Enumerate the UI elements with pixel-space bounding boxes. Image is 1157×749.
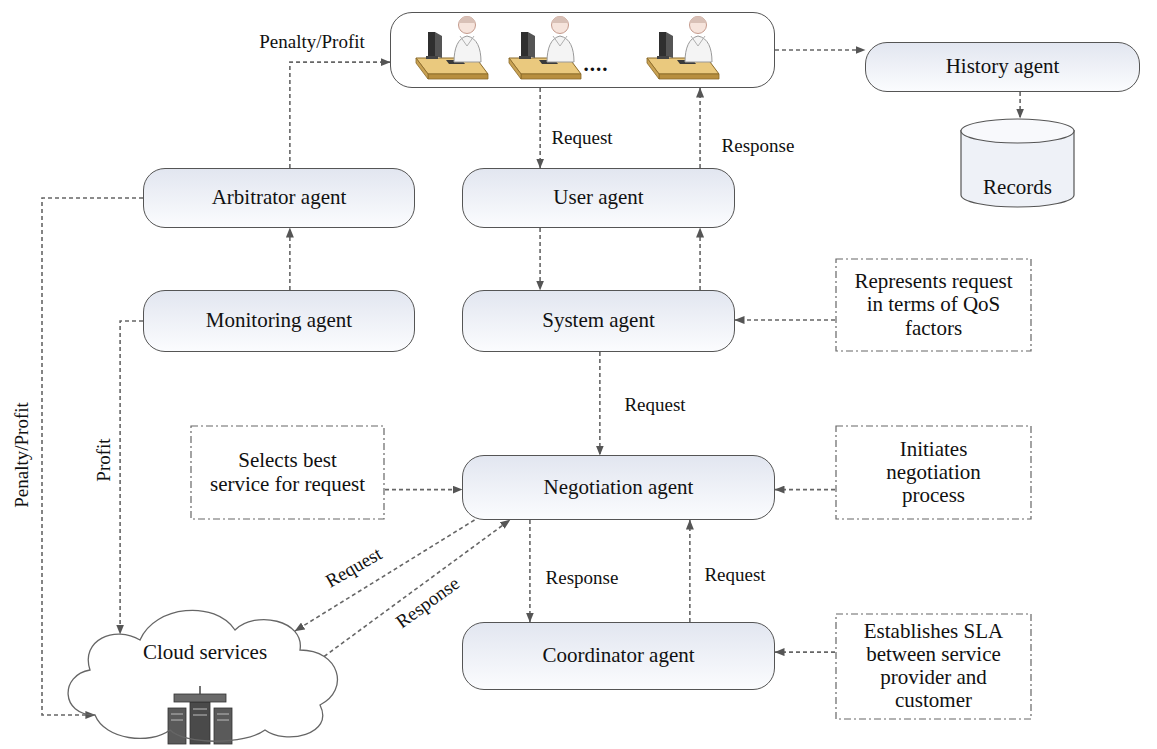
agent-box: History agent — [865, 42, 1140, 92]
cloud-outline — [68, 610, 337, 741]
node-text: Initiates negotiation process — [853, 438, 1015, 507]
user-group: .... — [390, 12, 775, 88]
connector-label: Response — [544, 568, 621, 589]
node-text: System agent — [542, 309, 655, 332]
note-box: Represents request in terms of QoS facto… — [835, 258, 1032, 352]
note-box: Establishes SLA between service provider… — [835, 613, 1032, 720]
dashed-connector — [689, 520, 691, 622]
cylinder-outline — [961, 119, 1074, 143]
agent-box: Coordinator agent — [462, 622, 775, 690]
node-text: Establishes SLA between service provider… — [853, 620, 1015, 712]
user-icon — [416, 16, 488, 79]
node-text: Monitoring agent — [206, 309, 352, 332]
agent-box: System agent — [462, 290, 735, 352]
node-text: Arbitrator agent — [212, 186, 347, 209]
connector-label: Request — [702, 565, 767, 586]
cylinder-outline — [961, 130, 1074, 207]
dashed-connector — [599, 352, 601, 455]
server-icon — [168, 686, 232, 744]
node-text: .... — [584, 53, 609, 76]
dashed-connector — [289, 228, 291, 290]
note-box: Selects best service for request — [190, 425, 385, 520]
connector-label: Profit — [94, 436, 115, 483]
dash-dot-outline — [191, 426, 384, 519]
dashed-connector — [735, 319, 835, 321]
user-icon — [509, 16, 581, 79]
node-text: User agent — [553, 186, 643, 209]
node-text: Cloud services — [143, 641, 267, 664]
node-text: History agent — [946, 55, 1060, 78]
dashed-connector — [775, 49, 865, 51]
dashed-connector — [699, 88, 701, 168]
node-text: Coordinator agent — [542, 644, 694, 667]
dashed-connector — [699, 228, 701, 290]
database-cylinder: Records — [960, 118, 1075, 208]
dashed-connector — [539, 228, 541, 290]
connector-label: Request — [549, 128, 614, 149]
connector-label: Penalty/Profit — [257, 32, 367, 53]
dash-dot-outline — [836, 614, 1031, 719]
connector-label: Response — [720, 136, 797, 157]
dashed-connector — [775, 651, 835, 653]
dashed-connector — [539, 88, 541, 168]
connector-label: Request — [622, 395, 687, 416]
user-icon — [647, 16, 719, 79]
dashed-connector — [290, 62, 390, 168]
note-box: Initiates negotiation process — [835, 425, 1032, 520]
cloud-shape: Cloud services — [55, 595, 355, 745]
dashed-connector — [529, 520, 531, 622]
connector-label: Request — [321, 543, 388, 594]
agent-box: Monitoring agent — [143, 290, 415, 352]
dash-dot-outline — [836, 426, 1031, 519]
node-text: Negotiation agent — [544, 476, 694, 499]
node-text: Selects best service for request — [207, 449, 369, 495]
dash-dot-outline — [836, 259, 1031, 351]
dashed-connector — [42, 198, 143, 715]
dashed-connector — [775, 489, 835, 491]
connector-label: Response — [391, 572, 465, 634]
node-text: Records — [983, 176, 1052, 199]
dashed-connector — [385, 489, 462, 491]
connector-label: Penalty/Profit — [12, 400, 33, 510]
agent-box: User agent — [462, 168, 735, 228]
agent-box: Arbitrator agent — [143, 168, 415, 228]
node-text: Represents request in terms of QoS facto… — [853, 270, 1015, 339]
agent-box: Negotiation agent — [462, 455, 775, 520]
dashed-connector — [120, 321, 143, 634]
dashed-connector — [1019, 92, 1021, 118]
cloud-outline — [55, 595, 355, 745]
